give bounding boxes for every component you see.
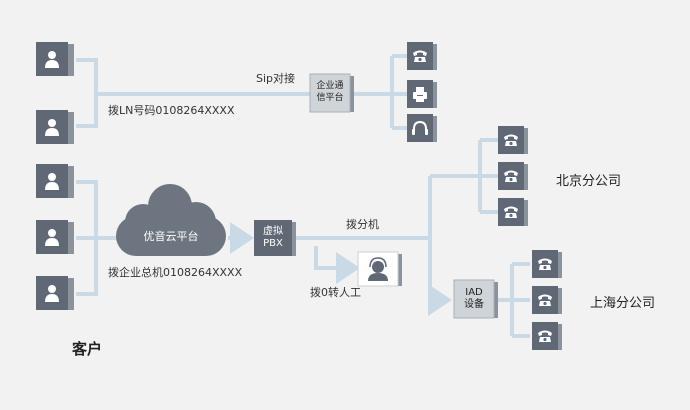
phone-icon xyxy=(532,286,562,314)
customer-group-top xyxy=(36,42,74,144)
phone-icon xyxy=(498,126,528,154)
pbx-line2: PBX xyxy=(263,238,283,249)
dial-ext-label: 拨分机 xyxy=(346,218,379,231)
line-bottom-customers xyxy=(76,180,118,296)
iad-text: IAD 设备 xyxy=(454,287,494,311)
enterprise-platform-node xyxy=(309,73,354,113)
cloud-node xyxy=(116,184,226,256)
sip-label: Sip对接 xyxy=(256,72,296,85)
dial-ln-label: 拨LN号码0108264XXXX xyxy=(108,104,235,117)
enterprise-platform-line2: 信平台 xyxy=(316,93,344,103)
virtual-pbx-text: 虚拟 PBX xyxy=(254,226,292,250)
operator-icon xyxy=(357,251,402,287)
pbx-line1: 虚拟 xyxy=(263,226,283,237)
phone-icon xyxy=(407,42,437,70)
cloud-label: 优音云平台 xyxy=(143,230,199,243)
phone-icon xyxy=(532,322,562,350)
dial-total-label: 拨企业总机0108264XXXX xyxy=(108,266,243,279)
line-shanghai xyxy=(496,262,530,338)
enterprise-platform-text: 企业通 信平台 xyxy=(310,80,350,104)
customer-label: 客户 xyxy=(72,340,103,358)
iad-node xyxy=(453,279,498,319)
person-icon xyxy=(36,110,74,144)
phone-icon xyxy=(498,162,528,190)
customer-group-bottom xyxy=(36,164,74,310)
line-beijing xyxy=(428,138,498,300)
line-top-customers xyxy=(76,58,98,128)
phone-icon xyxy=(532,250,562,278)
enterprise-platform-line1: 企业通 xyxy=(316,81,344,91)
line-pbx-operator xyxy=(314,246,360,284)
person-icon xyxy=(36,276,74,310)
dial-zero-label: 拨0转人工 xyxy=(310,286,361,299)
person-icon xyxy=(36,42,74,76)
connector-lines xyxy=(76,54,530,338)
person-icon xyxy=(36,164,74,198)
virtual-pbx-node xyxy=(254,220,296,256)
iad-line2: 设备 xyxy=(464,299,484,310)
phone-icon xyxy=(498,198,528,226)
person-icon xyxy=(36,220,74,254)
iad-line1: IAD xyxy=(465,287,483,298)
fax-icon xyxy=(407,80,437,108)
line-platform-devices xyxy=(354,54,407,130)
shanghai-branch-label: 上海分公司 xyxy=(590,296,656,311)
headset-icon xyxy=(407,114,437,142)
beijing-branch-label: 北京分公司 xyxy=(556,174,622,189)
